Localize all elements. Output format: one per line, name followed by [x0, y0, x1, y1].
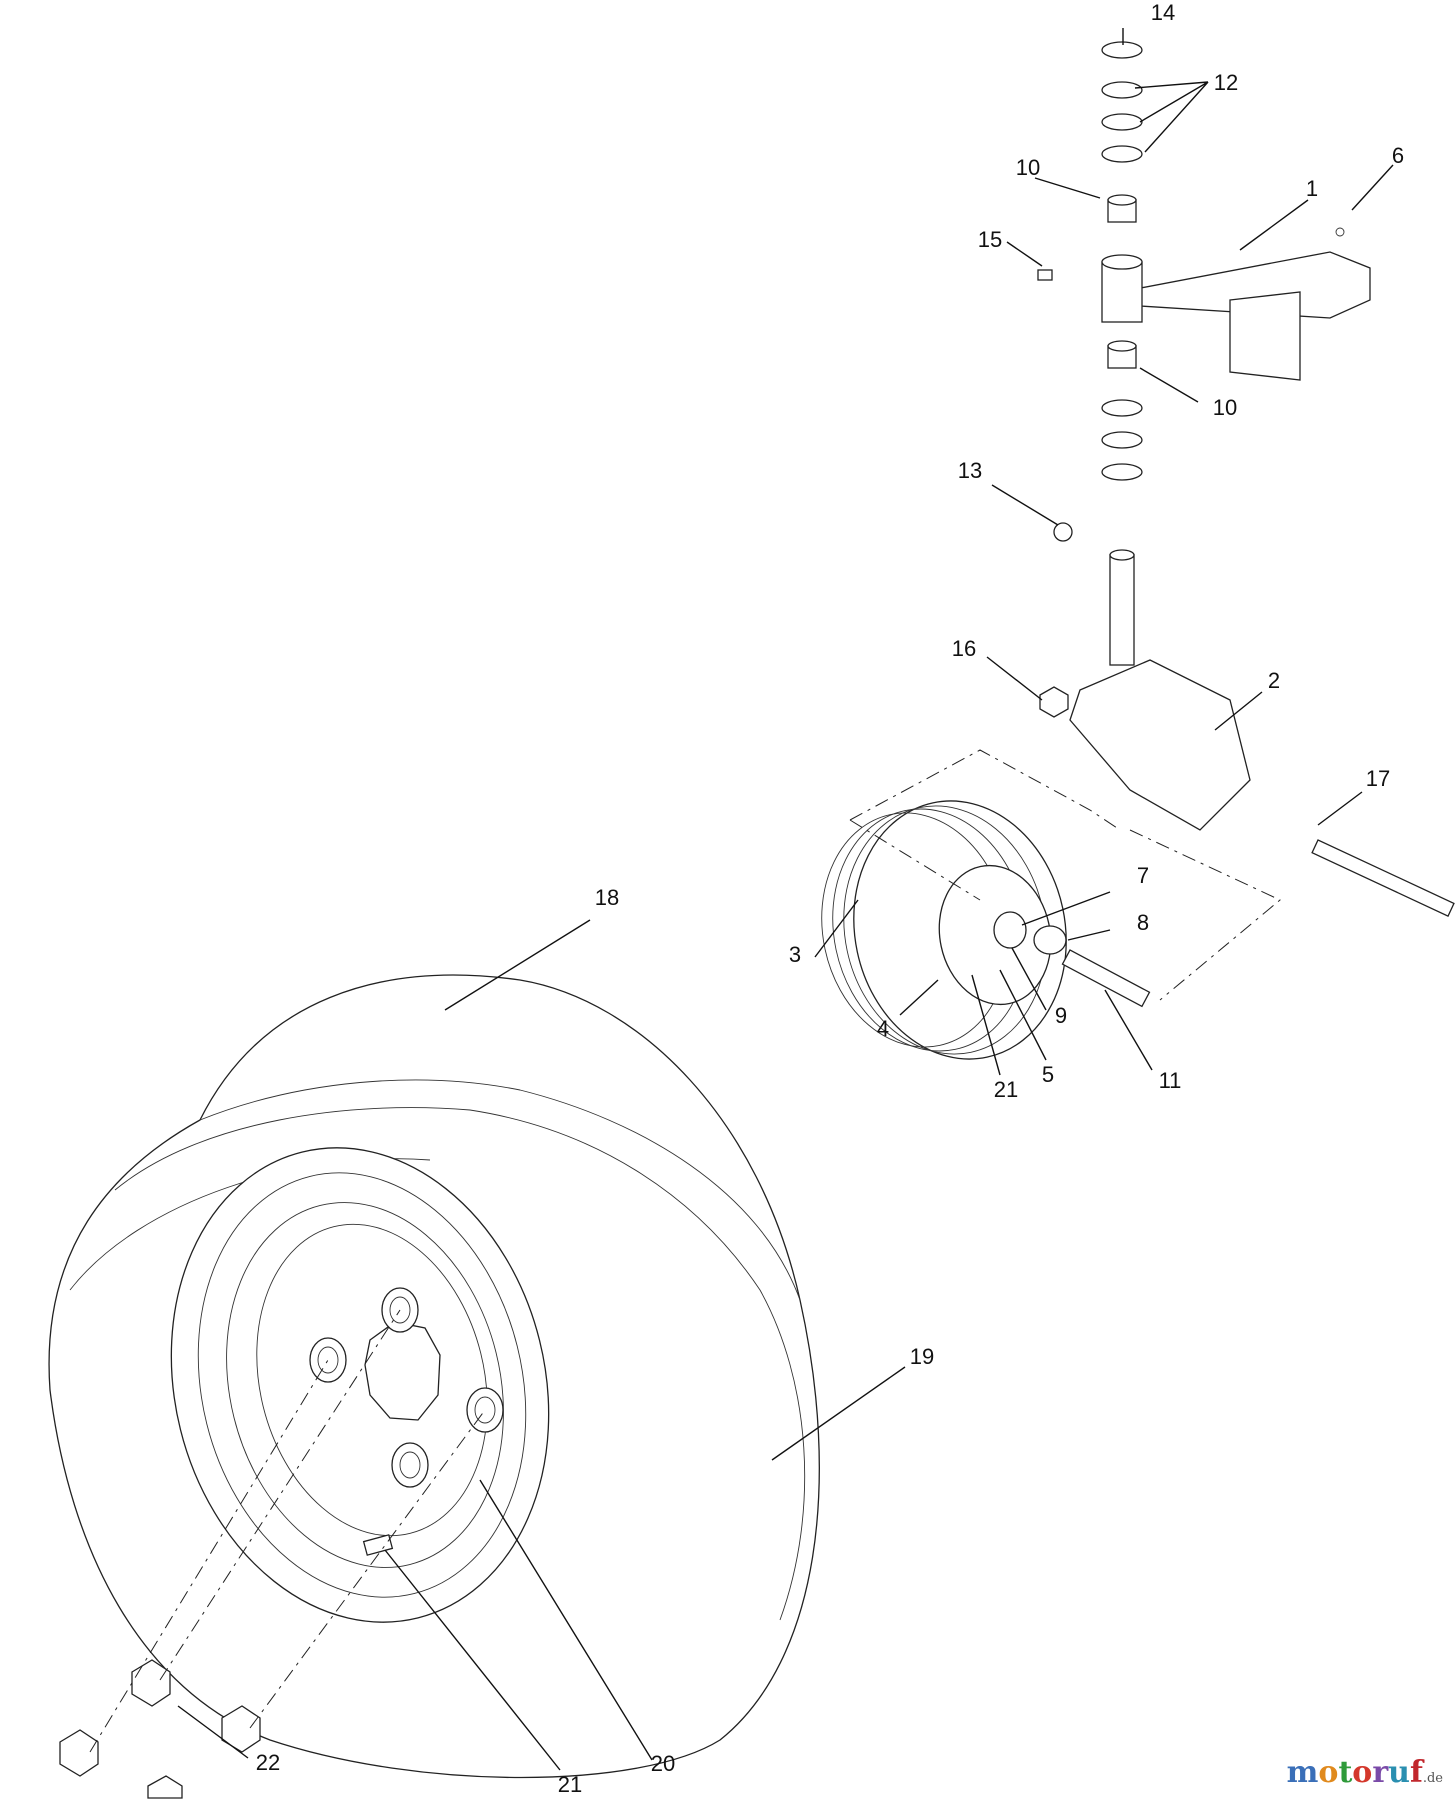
- callout-22: 22: [256, 1750, 280, 1775]
- callout-13: 13: [958, 458, 982, 483]
- callout-15: 15: [978, 227, 1002, 252]
- watermark-letter: m: [1286, 1755, 1319, 1790]
- callout-17: 17: [1366, 766, 1390, 791]
- caster-arm: [1101, 227, 1371, 381]
- watermark-letter: u: [1388, 1755, 1410, 1790]
- watermark-letter: o: [1318, 1755, 1339, 1790]
- watermark-letter: r: [1372, 1755, 1389, 1790]
- callout-labels: 14 12 10 6 1 15 10 13 16 2 17 18 7 3 8 9…: [256, 0, 1404, 1797]
- callout-10-lower: 10: [1213, 395, 1237, 420]
- caster-fork: [1039, 549, 1251, 831]
- watermark-letter: t: [1338, 1755, 1353, 1790]
- callout-20: 20: [651, 1751, 675, 1776]
- watermark-letter: f: [1409, 1755, 1423, 1790]
- callout-7: 7: [1137, 863, 1149, 888]
- callout-14: 14: [1151, 0, 1175, 25]
- callout-6: 6: [1392, 143, 1404, 168]
- callout-2: 2: [1268, 668, 1280, 693]
- callout-4: 4: [877, 1016, 889, 1041]
- callout-5: 5: [1042, 1062, 1054, 1087]
- rim: [170, 1147, 550, 1623]
- callout-16: 16: [952, 636, 976, 661]
- watermark-logo: motoruf.de: [1287, 1755, 1443, 1790]
- callout-21-large-wheel: 21: [558, 1772, 582, 1797]
- callout-8: 8: [1137, 910, 1149, 935]
- watermark-letters: motoruf: [1287, 1755, 1423, 1790]
- callout-10-upper: 10: [1016, 155, 1040, 180]
- watermark-suffix: .de: [1422, 1771, 1443, 1786]
- callout-11: 11: [1159, 1068, 1182, 1093]
- callout-12: 12: [1214, 70, 1238, 95]
- callout-1: 1: [1306, 176, 1318, 201]
- callout-3: 3: [789, 942, 801, 967]
- watermark-letter: o: [1352, 1755, 1373, 1790]
- leader-lines: [177, 28, 1394, 1771]
- callout-19: 19: [910, 1344, 934, 1369]
- large-tire-assembly: [48, 974, 820, 1779]
- callout-21-small-wheel: 21: [994, 1077, 1018, 1102]
- lug-nuts: [59, 1309, 486, 1799]
- callout-9: 9: [1055, 1003, 1067, 1028]
- bushings-and-spacers: [1037, 41, 1143, 542]
- callout-18: 18: [595, 885, 619, 910]
- small-caster-wheel: [821, 749, 1455, 1060]
